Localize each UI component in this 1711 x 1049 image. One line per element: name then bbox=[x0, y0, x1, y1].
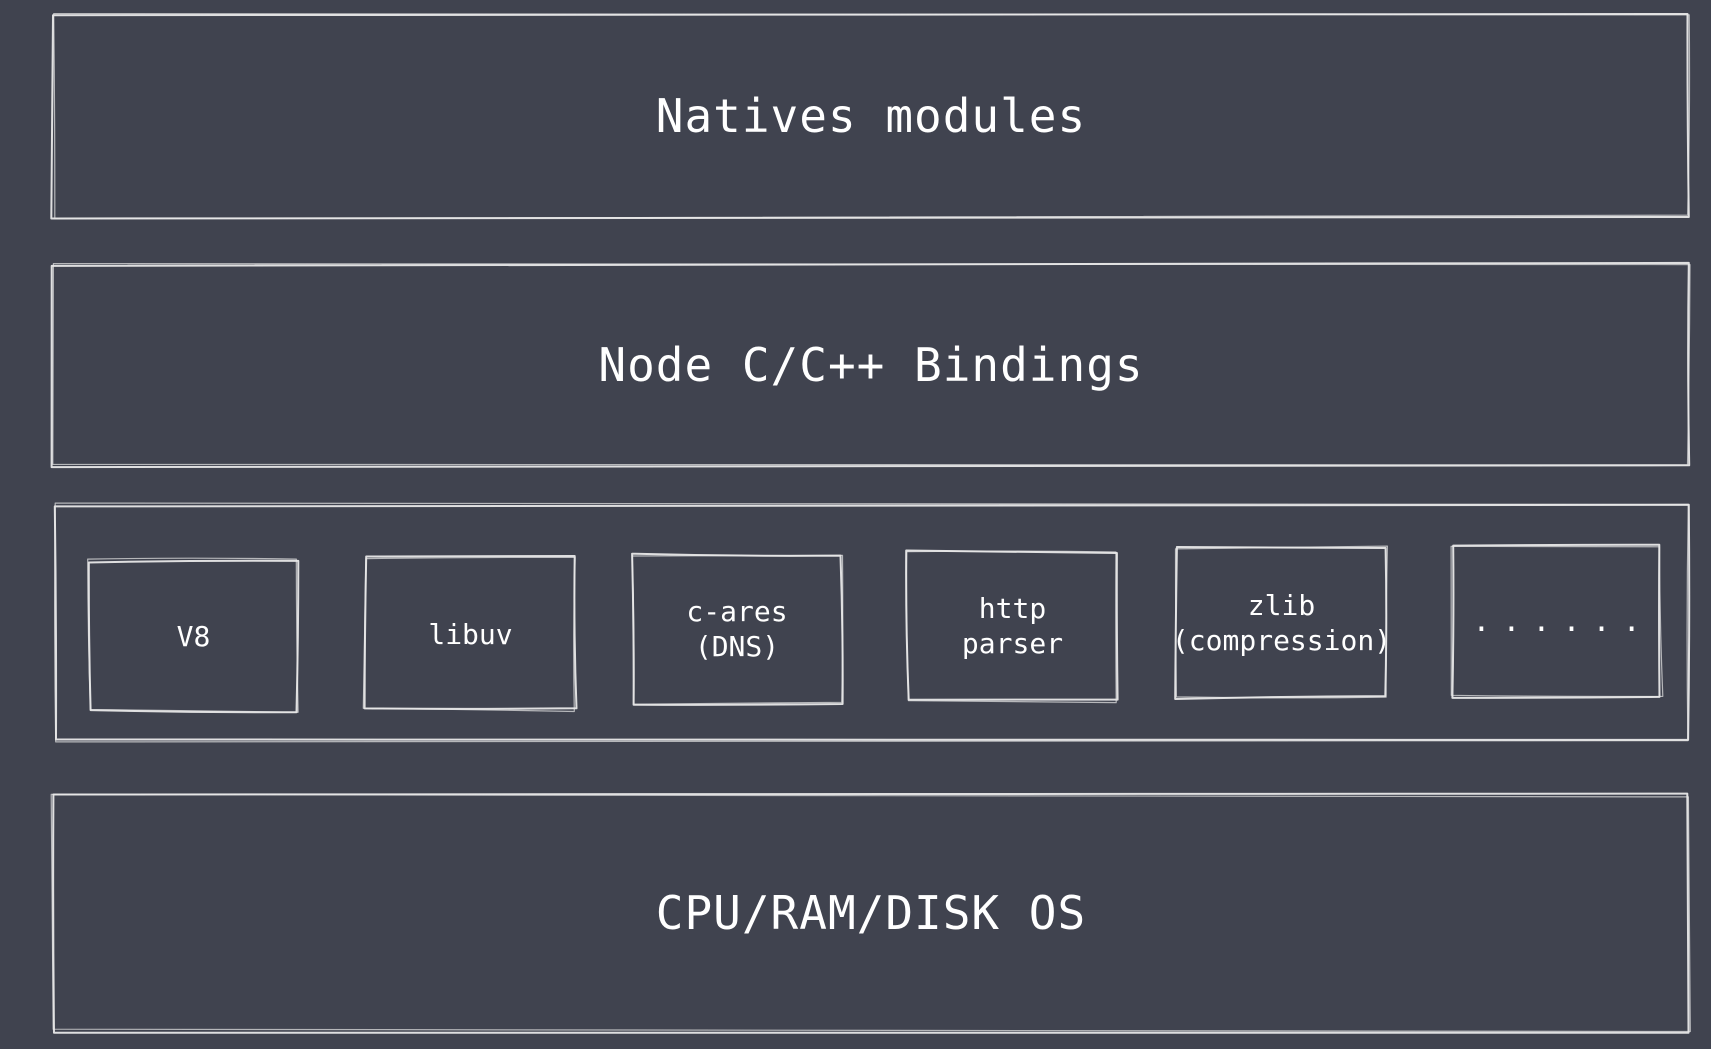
dependency-zlib-sublabel: (compression) bbox=[1171, 624, 1392, 657]
layer-node-bindings-label: Node C/C++ Bindings bbox=[598, 338, 1144, 392]
layer-dependencies-frame bbox=[53, 503, 1691, 742]
dependency-c-ares-label: c-ares bbox=[686, 595, 788, 628]
dependency-c-ares-frame bbox=[631, 554, 844, 705]
layer-os: CPU/RAM/DISK OS bbox=[53, 795, 1689, 1031]
dependency-v8-label: V8 bbox=[176, 619, 211, 653]
dependency-http-parser: http parser bbox=[908, 551, 1117, 701]
dependency-zlib-frame bbox=[1174, 545, 1388, 699]
dependency-v8: V8 bbox=[89, 561, 298, 711]
dependency-more-frame bbox=[1450, 545, 1664, 698]
dependency-libuv: libuv bbox=[365, 558, 576, 710]
dependency-more-ellipsis: ...... bbox=[1472, 603, 1653, 639]
layer-node-bindings-frame bbox=[52, 263, 1691, 466]
layer-dependencies-frame bbox=[54, 502, 1689, 743]
layer-os-frame bbox=[52, 792, 1690, 1034]
dependency-http-parser-sublabel: parser bbox=[961, 627, 1064, 660]
layer-natives-modules-label: Natives modules bbox=[655, 89, 1087, 143]
layer-natives-modules-frame bbox=[53, 13, 1691, 220]
dependency-libuv-frame bbox=[362, 556, 576, 713]
layer-os-label: CPU/RAM/DISK OS bbox=[655, 886, 1087, 940]
dependency-v8-frame bbox=[87, 557, 299, 713]
layer-natives-modules: Natives modules bbox=[53, 15, 1689, 217]
dependency-c-ares-sublabel: (DNS) bbox=[694, 630, 780, 663]
dependency-libuv-frame bbox=[363, 554, 578, 710]
dependency-http-parser-frame bbox=[905, 550, 1117, 704]
dependency-libuv-label: libuv bbox=[428, 617, 513, 651]
dependency-zlib: zlib (compression) bbox=[1172, 548, 1391, 698]
dependency-more: ...... bbox=[1452, 546, 1661, 696]
dependency-c-ares: c-ares (DNS) bbox=[632, 554, 842, 704]
dependency-http-parser-label: http bbox=[978, 592, 1047, 625]
layer-node-bindings: Node C/C++ Bindings bbox=[53, 264, 1689, 466]
dependency-zlib-label: zlib bbox=[1247, 589, 1316, 622]
